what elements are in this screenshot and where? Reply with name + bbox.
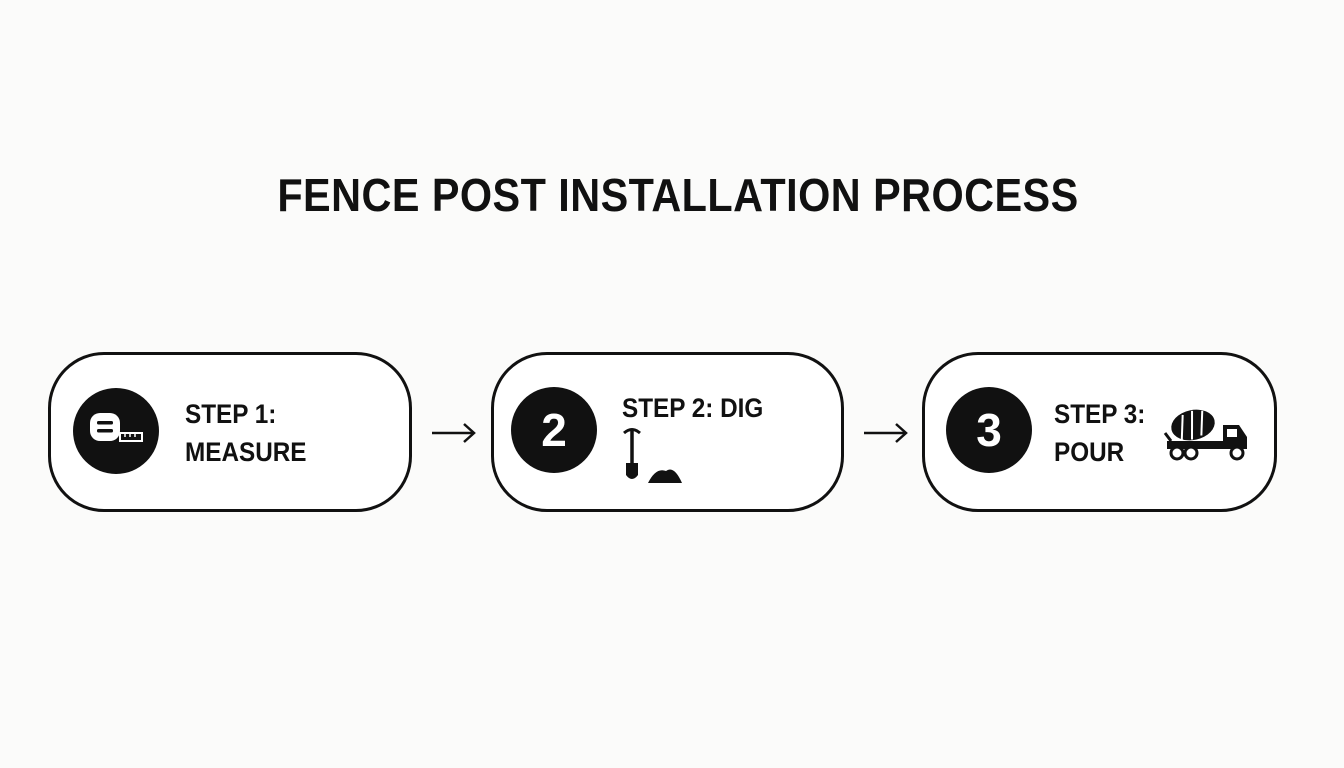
step-1-name: MEASURE: [185, 437, 307, 467]
shovel-icon: [623, 428, 682, 483]
tape-measure-icon: [84, 404, 148, 458]
badge-step-1: [73, 388, 159, 474]
step-3-name: POUR: [1054, 437, 1125, 467]
page-title: FENCE POST INSTALLATION PROCESS: [277, 169, 1079, 221]
step-1-title: STEP 1:: [185, 399, 277, 429]
badge-step-2: 2: [511, 387, 597, 473]
step-2-label: STEP 2: DIG: [622, 389, 763, 427]
step-card-pour: 3 STEP 3: POUR: [922, 352, 1277, 512]
arrow-right-icon: [432, 423, 476, 443]
step-card-dig: 2 STEP 2: DIG: [491, 352, 844, 512]
badge-step-3: 3: [946, 387, 1032, 473]
cement-truck-icon: [1163, 409, 1247, 461]
step-card-measure: STEP 1: MEASURE: [48, 352, 412, 512]
step-3-label: STEP 3: POUR: [1054, 395, 1145, 471]
step-3-title: STEP 3:: [1054, 399, 1146, 429]
step-2-title: STEP 2: DIG: [622, 393, 764, 423]
arrow-right-icon: [864, 423, 908, 443]
step-1-label: STEP 1: MEASURE: [185, 395, 307, 471]
